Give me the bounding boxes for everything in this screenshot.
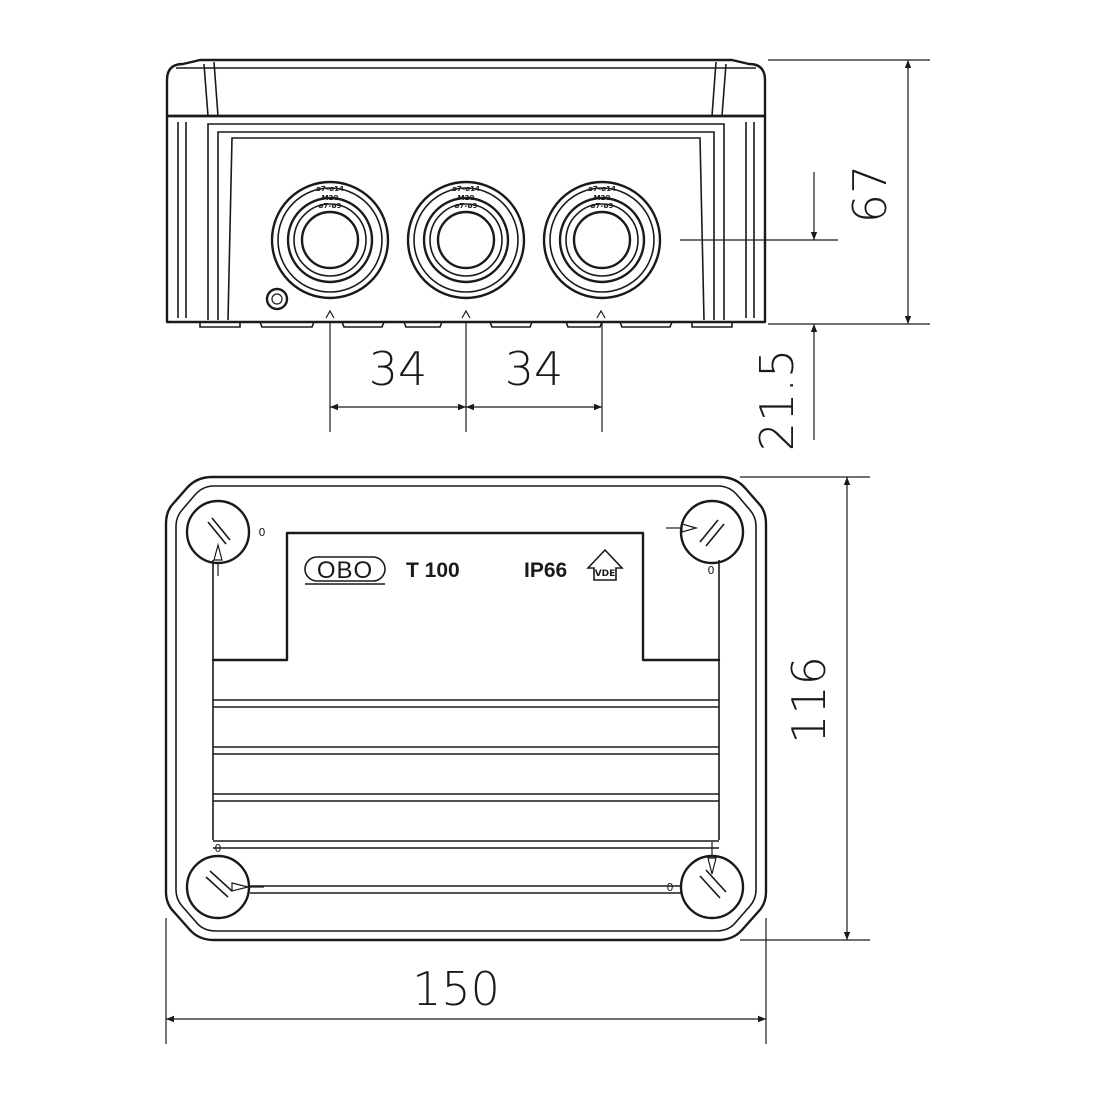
front-view <box>165 58 767 328</box>
screw-top-right-icon: 0 <box>666 499 745 577</box>
dim-width-150: 150 <box>412 962 500 1016</box>
front-inner-panel <box>207 123 725 320</box>
gland-center-ring-text-2: M20 <box>458 194 475 202</box>
corner-marker-zero: 0 <box>708 564 715 577</box>
top-view: OBO T 100 IP66 VDE 0 0 0 <box>164 475 768 942</box>
dim-depth-116: 116 <box>782 656 836 744</box>
screw-bottom-left-icon: 0 <box>185 842 264 920</box>
top-outline <box>164 475 768 942</box>
vde-mark-text: VDE <box>595 569 616 579</box>
gland-left-ring-text-1: ø7–ø14 <box>316 185 344 193</box>
dimension-width-total: 150 <box>165 918 767 1044</box>
dimension-depth-top: 116 <box>740 476 870 941</box>
cable-gland-left: ø7–ø14 M20 ø7–ø9 <box>270 180 390 300</box>
gland-right-ring-text-1: ø7–ø14 <box>588 185 616 193</box>
model-label: T 100 <box>406 559 460 582</box>
dimension-gland-spacing: 34 34 <box>329 322 603 432</box>
dim-spacing-34-right: 34 <box>505 342 564 396</box>
cable-gland-center: ø7–ø14 M20 ø7–ø9 <box>406 180 526 300</box>
gland-left-ring-text-2: M20 <box>322 194 339 202</box>
gland-left-ring-text-3: ø7–ø9 <box>319 202 342 210</box>
cable-gland-right: ø7–ø14 M20 ø7–ø9 <box>542 180 662 300</box>
ip-rating-label: IP66 <box>524 559 567 582</box>
obo-logo: OBO <box>304 556 386 585</box>
screw-top-left-icon: 0 <box>185 499 266 576</box>
corner-marker-zero: 0 <box>667 881 674 894</box>
gland-center-ring-text-1: ø7–ø14 <box>452 185 480 193</box>
front-indicator-circle <box>265 287 289 311</box>
screw-bottom-right-icon: 0 <box>667 842 745 920</box>
dimension-gland-offset: 21.5 <box>680 172 838 451</box>
obo-logo-text: OBO <box>317 557 373 584</box>
dim-height-67: 67 <box>843 165 897 224</box>
dimension-height-front: 67 <box>768 59 930 325</box>
gland-center-ring-text-3: ø7–ø9 <box>455 202 478 210</box>
front-body-outline <box>165 114 767 324</box>
dim-spacing-34-left: 34 <box>369 342 428 396</box>
gland-right-ring-text-2: M20 <box>594 194 611 202</box>
corner-marker-zero: 0 <box>215 842 222 855</box>
front-lid-outline <box>165 58 767 118</box>
gland-right-ring-text-3: ø7–ø9 <box>591 202 614 210</box>
vde-mark-icon: VDE <box>586 548 624 581</box>
corner-marker-zero: 0 <box>259 526 266 539</box>
dim-offset-21-5: 21.5 <box>750 349 804 451</box>
label-plate <box>211 531 721 662</box>
